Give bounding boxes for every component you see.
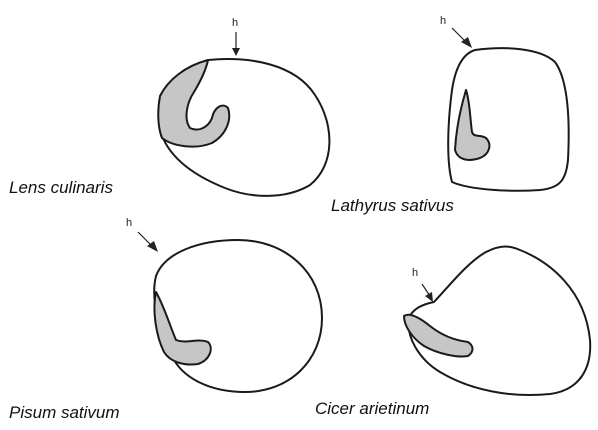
- embryo-shape: [154, 292, 210, 365]
- hilum-label: h: [126, 217, 132, 229]
- hilum-label: h: [412, 267, 418, 279]
- seed-coat-outline: [409, 247, 590, 396]
- seed-cicer-arietinum: h: [404, 247, 590, 396]
- hilum-arrow: [138, 232, 152, 246]
- seed-pisum-sativum: h: [126, 217, 322, 392]
- hilum-arrow: [452, 28, 466, 42]
- species-label-lens: Lens culinaris: [9, 178, 113, 198]
- embryo-shape: [455, 90, 489, 160]
- embryo-shape: [404, 315, 473, 357]
- seed-lathyrus-sativus: h: [440, 15, 569, 191]
- hilum-label: h: [232, 17, 238, 29]
- seed-coat-outline: [154, 240, 322, 392]
- species-label-lathyrus: Lathyrus sativus: [331, 196, 454, 216]
- species-label-pisum: Pisum sativum: [9, 403, 120, 423]
- embryo-shape: [158, 60, 229, 147]
- hilum-label: h: [440, 15, 446, 27]
- species-label-cicer: Cicer arietinum: [315, 399, 429, 419]
- seed-lens-culinaris: h: [158, 17, 329, 196]
- hilum-arrowhead: [232, 48, 240, 56]
